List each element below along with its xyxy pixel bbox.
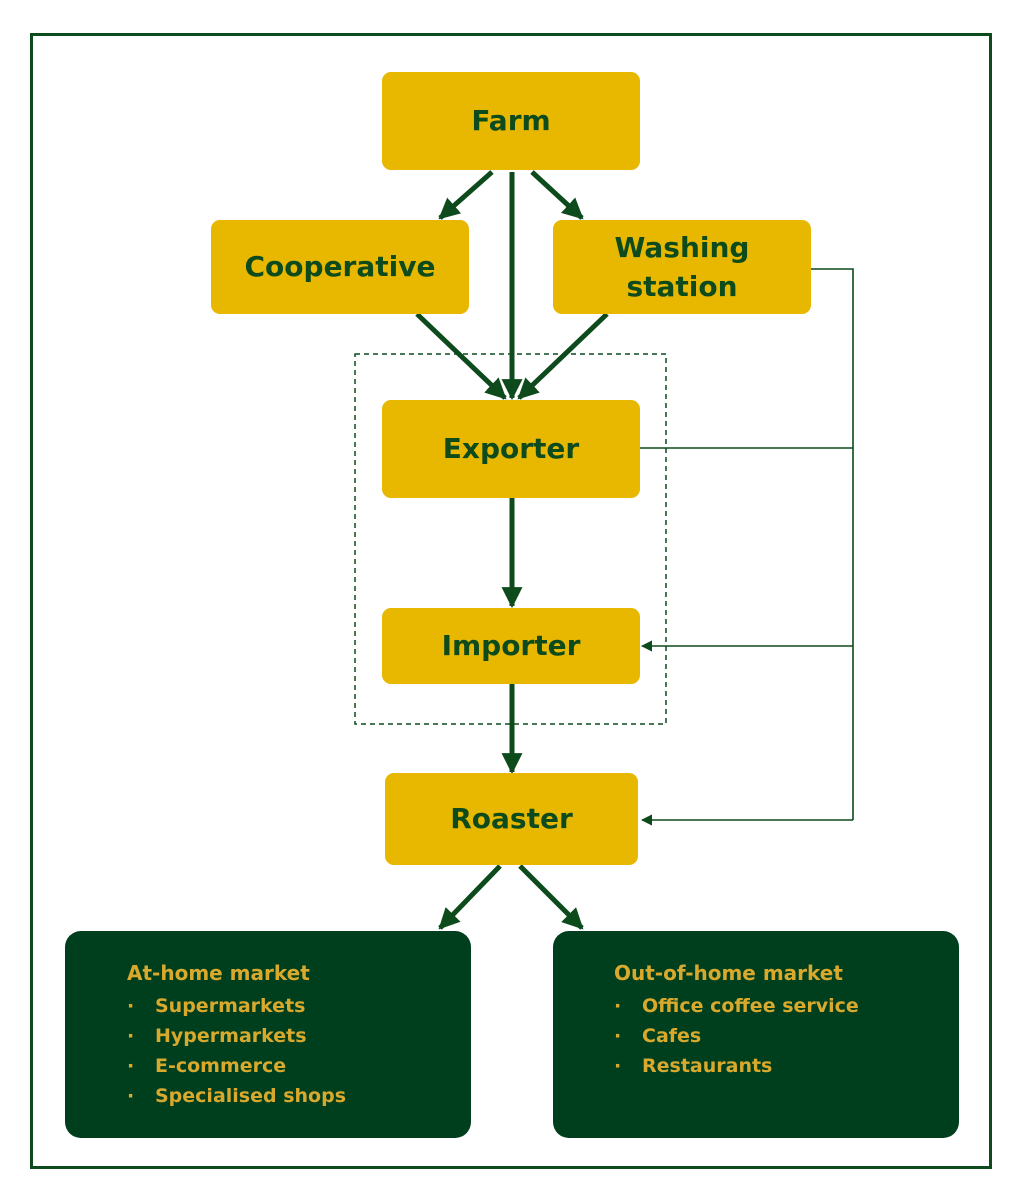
- out-of-home-market-box: Out-of-home market Office coffee service…: [553, 931, 959, 1138]
- bypass-washing-station-line: [811, 268, 854, 820]
- list-item: Supermarkets: [127, 991, 471, 1021]
- arrow-roaster-to-at-home-market: [438, 864, 502, 930]
- farm-node: Farm: [382, 72, 640, 170]
- cooperative-node: Cooperative: [211, 220, 469, 314]
- at-home-market-box: At-home market Supermarkets Hypermarkets…: [65, 931, 471, 1138]
- list-item: Hypermarkets: [127, 1021, 471, 1051]
- out-of-home-market-list: Office coffee service Cafes Restaurants: [614, 991, 959, 1081]
- arrow-cooperative-to-exporter: [415, 312, 507, 400]
- list-item: E-commerce: [127, 1051, 471, 1081]
- arrow-farm-to-cooperative: [438, 170, 494, 220]
- list-item: Office coffee service: [614, 991, 959, 1021]
- list-item: Restaurants: [614, 1051, 959, 1081]
- roaster-node: Roaster: [385, 773, 638, 865]
- at-home-market-list: Supermarkets Hypermarkets E-commerce Spe…: [127, 991, 471, 1111]
- out-of-home-market-title: Out-of-home market: [614, 961, 843, 985]
- arrow-roaster-to-out-of-home-market: [518, 864, 584, 930]
- diagram-frame: [30, 33, 992, 1169]
- washing-station-node: Washing station: [553, 220, 811, 314]
- list-item: Specialised shops: [127, 1081, 471, 1111]
- exporter-node: Exporter: [382, 400, 640, 498]
- arrow-farm-to-washing-station: [530, 170, 584, 220]
- at-home-market-title: At-home market: [127, 961, 310, 985]
- importer-node: Importer: [382, 608, 640, 684]
- list-item: Cafes: [614, 1021, 959, 1051]
- arrow-washing-station-to-exporter: [517, 312, 609, 400]
